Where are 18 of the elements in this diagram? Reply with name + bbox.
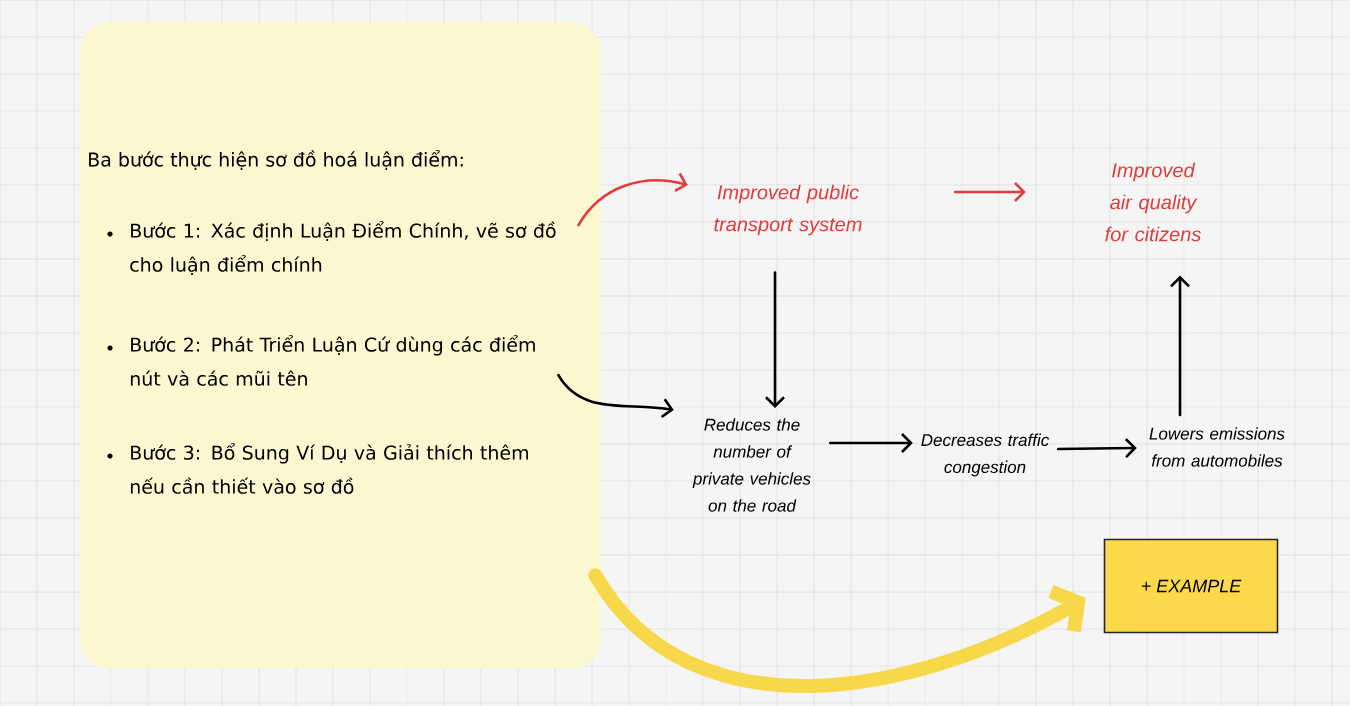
idea-text: Improved air quality for citizens <box>1105 162 1201 242</box>
arrow <box>953 182 1026 202</box>
idea-text: Improved public transport system <box>714 184 862 236</box>
arrow <box>577 172 688 227</box>
arrow <box>557 373 674 419</box>
idea-text: Reduces the number of private vehicles on the road <box>692 418 811 512</box>
arrow <box>1056 438 1137 459</box>
heading: Ba bước thực hiện sơ đồ hoá luận điểm: <box>89 150 463 170</box>
idea-text: Lowers emissions from automobiles <box>1149 427 1285 467</box>
arrow <box>765 271 785 409</box>
arrow <box>828 433 913 453</box>
example-box: + EXAMPLE <box>1103 538 1279 634</box>
bullet-item: Bước 1: Xác định Luận Điểm Chính, vẽ sơ đồ cho luận điểm chính <box>107 221 556 276</box>
idea-text: Decreases traffic congestion <box>921 433 1050 477</box>
arrow <box>588 568 1086 693</box>
bullet-item: Bước 2: Phát Triển Luận Cứ dùng các điểm nút và các mũi tên <box>107 335 535 386</box>
arrow <box>1170 275 1190 417</box>
bullet-item: Bước 3: Bổ Sung Ví Dụ và Giải thích thêm nếu cần thiết vào sơ đồ <box>107 443 528 494</box>
